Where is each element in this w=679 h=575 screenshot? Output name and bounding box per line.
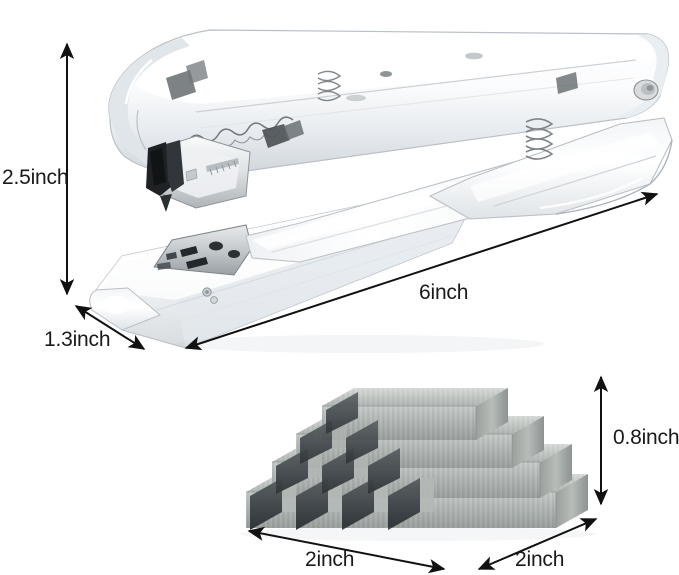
stapler-front-mechanism [146, 135, 251, 212]
arrow-stapler-length [184, 191, 659, 351]
dimension-label-staple-height: 0.8inch [613, 426, 679, 449]
arrow-staple-width [247, 526, 446, 574]
stapler-pusher-mechanism [166, 60, 304, 148]
dimension-label-stapler-height: 2.5inch [2, 166, 69, 189]
arrow-stapler-depth [74, 305, 146, 350]
dimension-arrows [59, 42, 659, 574]
arrow-staple-depth [477, 518, 598, 570]
dimension-label-stapler-depth: 1.3inch [44, 328, 111, 351]
dimension-label-stapler-length: 6inch [419, 281, 469, 304]
stapler-body-accents [346, 52, 578, 102]
dimension-label-staple-depth: 2inch [515, 548, 565, 571]
stapler-illustration [89, 29, 673, 353]
staple-open-channels [250, 392, 434, 530]
staple-strips-illustration [240, 388, 596, 541]
stapler-pivot-pin [633, 77, 659, 101]
dimension-label-staple-width: 2inch [305, 548, 355, 571]
stapler-anvil-plate [153, 224, 253, 276]
